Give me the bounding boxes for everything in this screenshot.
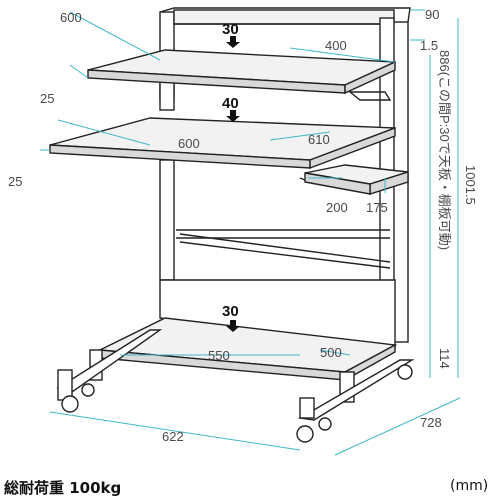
- dim-width-top: 600: [60, 10, 82, 25]
- dim-tray-width: 200: [326, 200, 348, 215]
- caster-front-left: [61, 395, 79, 413]
- caster-front-right: [296, 425, 314, 443]
- load-bottom: 30: [222, 303, 239, 320]
- caster-rear-left: [81, 383, 95, 397]
- load-shelf1: 30: [222, 21, 239, 38]
- dim-top-gap: 1.5: [420, 38, 438, 53]
- dim-shelf1-thickness: 25: [40, 91, 54, 106]
- side-tray: [299, 164, 409, 195]
- load-arrows: [226, 36, 240, 332]
- dim-adjustable-range: 886(この間P:30で天板・棚板可動): [437, 50, 452, 250]
- dim-tray-depth: 175: [366, 200, 388, 215]
- arrow-down-icon: [226, 320, 240, 332]
- base-legs: [56, 329, 415, 421]
- dim-total-height: 1001.5: [463, 165, 478, 205]
- dim-shelf2-thickness: 25: [8, 174, 22, 189]
- unit-caption: (mm): [450, 478, 489, 494]
- dim-overall-width: 622: [162, 429, 184, 444]
- dim-shelf1-depth: 400: [325, 38, 347, 53]
- caster-rear-right: [397, 364, 413, 380]
- top-shelf: [87, 49, 396, 101]
- front-frame: [159, 79, 391, 281]
- dim-shelf2-width: 600: [178, 136, 200, 151]
- dim-bottom-width: 550: [208, 348, 230, 363]
- dim-bottom-height: 114: [437, 348, 452, 369]
- total-load-caption: 総耐荷重 100kg: [4, 479, 122, 497]
- dim-side-top: 90: [425, 7, 439, 22]
- arrow-down-icon: [226, 110, 240, 122]
- dim-overall-depth: 728: [420, 415, 442, 430]
- dimension-lines: [40, 9, 461, 456]
- dim-shelf2-depth: 610: [308, 132, 330, 147]
- middle-shelf: [49, 117, 396, 170]
- load-shelf2: 40: [222, 95, 239, 112]
- caster-front-right-2: [318, 417, 332, 431]
- caster-wheels: [61, 364, 413, 443]
- arrow-down-icon: [226, 36, 240, 48]
- dim-bottom-depth: 500: [320, 345, 342, 360]
